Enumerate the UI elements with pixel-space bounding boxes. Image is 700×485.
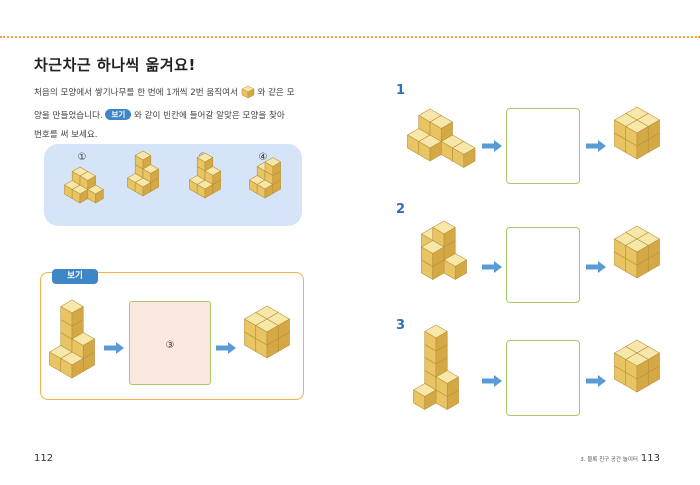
instruction-line-2: 양을 만들었습니다. 보기 와 같이 빈칸에 들어갈 알맞은 모양을 찾아 [34, 109, 285, 121]
top-dotted-divider [0, 36, 700, 38]
page-title: 차근차근 하나씩 옮겨요! [34, 56, 196, 74]
problem-1-answer-box[interactable] [506, 108, 580, 184]
choice-2-shape [127, 150, 159, 197]
problem-2-end-shape [614, 225, 660, 279]
problem-3-arrow-2 [586, 375, 606, 387]
problem-3-start-shape [413, 324, 459, 410]
problem-3-answer-box[interactable] [506, 340, 580, 416]
instruction-line-3: 번호를 써 보세요. [34, 130, 98, 140]
example-arrow-2 [216, 342, 236, 354]
problem-1-arrow-1 [482, 140, 502, 152]
problem-1-end-shape [614, 106, 660, 160]
example-arrow-1 [104, 342, 124, 354]
choice-4-label: ④ [258, 152, 268, 163]
choice-1-label: ① [77, 152, 87, 163]
right-page-number: 113 [640, 453, 660, 464]
example-answer-box: ③ [129, 301, 211, 385]
right-section-name: 3. 블록 친구 공간 놀이터 [580, 457, 638, 463]
problem-2-start-shape [421, 220, 467, 280]
instruction-line-1: 처음의 모양에서 쌓기나무를 한 번에 1개씩 2번 움직여서 와 같은 모 [34, 84, 306, 107]
example-chip: 보기 [105, 109, 132, 120]
example-box [40, 272, 304, 400]
problem-2-number: 2 [396, 202, 406, 217]
choice-4-shape [249, 157, 281, 199]
example-tab: 보기 [52, 269, 98, 284]
problem-3-number: 3 [396, 318, 406, 333]
example-answer-number: ③ [165, 340, 175, 351]
example-start-shape [49, 299, 95, 379]
problem-1-number: 1 [396, 83, 406, 98]
problem-3-end-shape [614, 339, 660, 393]
problem-2-answer-box[interactable] [506, 227, 580, 303]
problem-2-arrow-1 [482, 261, 502, 273]
problem-2-arrow-2 [586, 261, 606, 273]
left-page-number: 112 [34, 453, 54, 464]
choice-3-shape [189, 152, 221, 199]
example-end-shape [244, 305, 290, 359]
choice-1-shape [64, 166, 104, 204]
problem-3-arrow-1 [482, 375, 502, 387]
instructions: 처음의 모양에서 쌓기나무를 한 번에 1개씩 2번 움직여서 와 같은 모 양… [34, 84, 306, 145]
unit-cube-icon [241, 85, 255, 107]
problem-1-start-shape [407, 108, 476, 168]
problem-1-arrow-2 [586, 140, 606, 152]
